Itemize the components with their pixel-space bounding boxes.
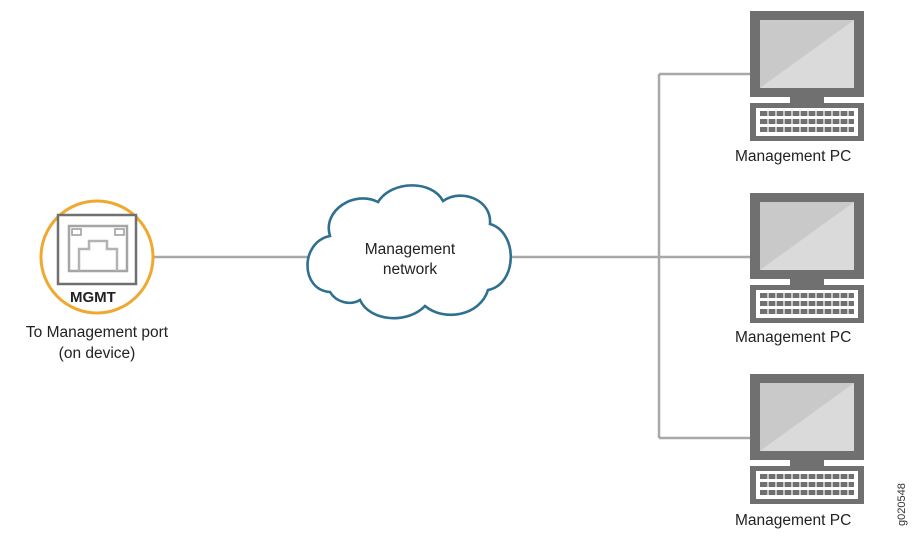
pc-icon-3 <box>749 373 865 505</box>
pc-label-1: Management PC <box>735 148 852 165</box>
pc-label-3: Management PC <box>735 512 852 529</box>
mgmt-port-caption: To Management port (on device) <box>8 322 186 364</box>
management-network-cloud <box>306 184 512 320</box>
mgmt-port-label: MGMT <box>70 289 116 306</box>
figure-id: g020548 <box>896 483 908 526</box>
pc-icon-1 <box>749 10 865 142</box>
mgmt-port-caption-line1: To Management port <box>25 324 169 341</box>
pc-icon-2 <box>749 192 865 324</box>
cloud-label: Management network <box>345 240 475 280</box>
mgmt-port-caption-line2: (on device) <box>58 345 136 362</box>
cloud-label-line1: Management <box>364 241 456 258</box>
mgmt-port-icon <box>39 199 155 315</box>
connection-lines <box>152 72 752 440</box>
cloud-label-line2: network <box>382 261 438 278</box>
pc-label-2: Management PC <box>735 329 852 346</box>
